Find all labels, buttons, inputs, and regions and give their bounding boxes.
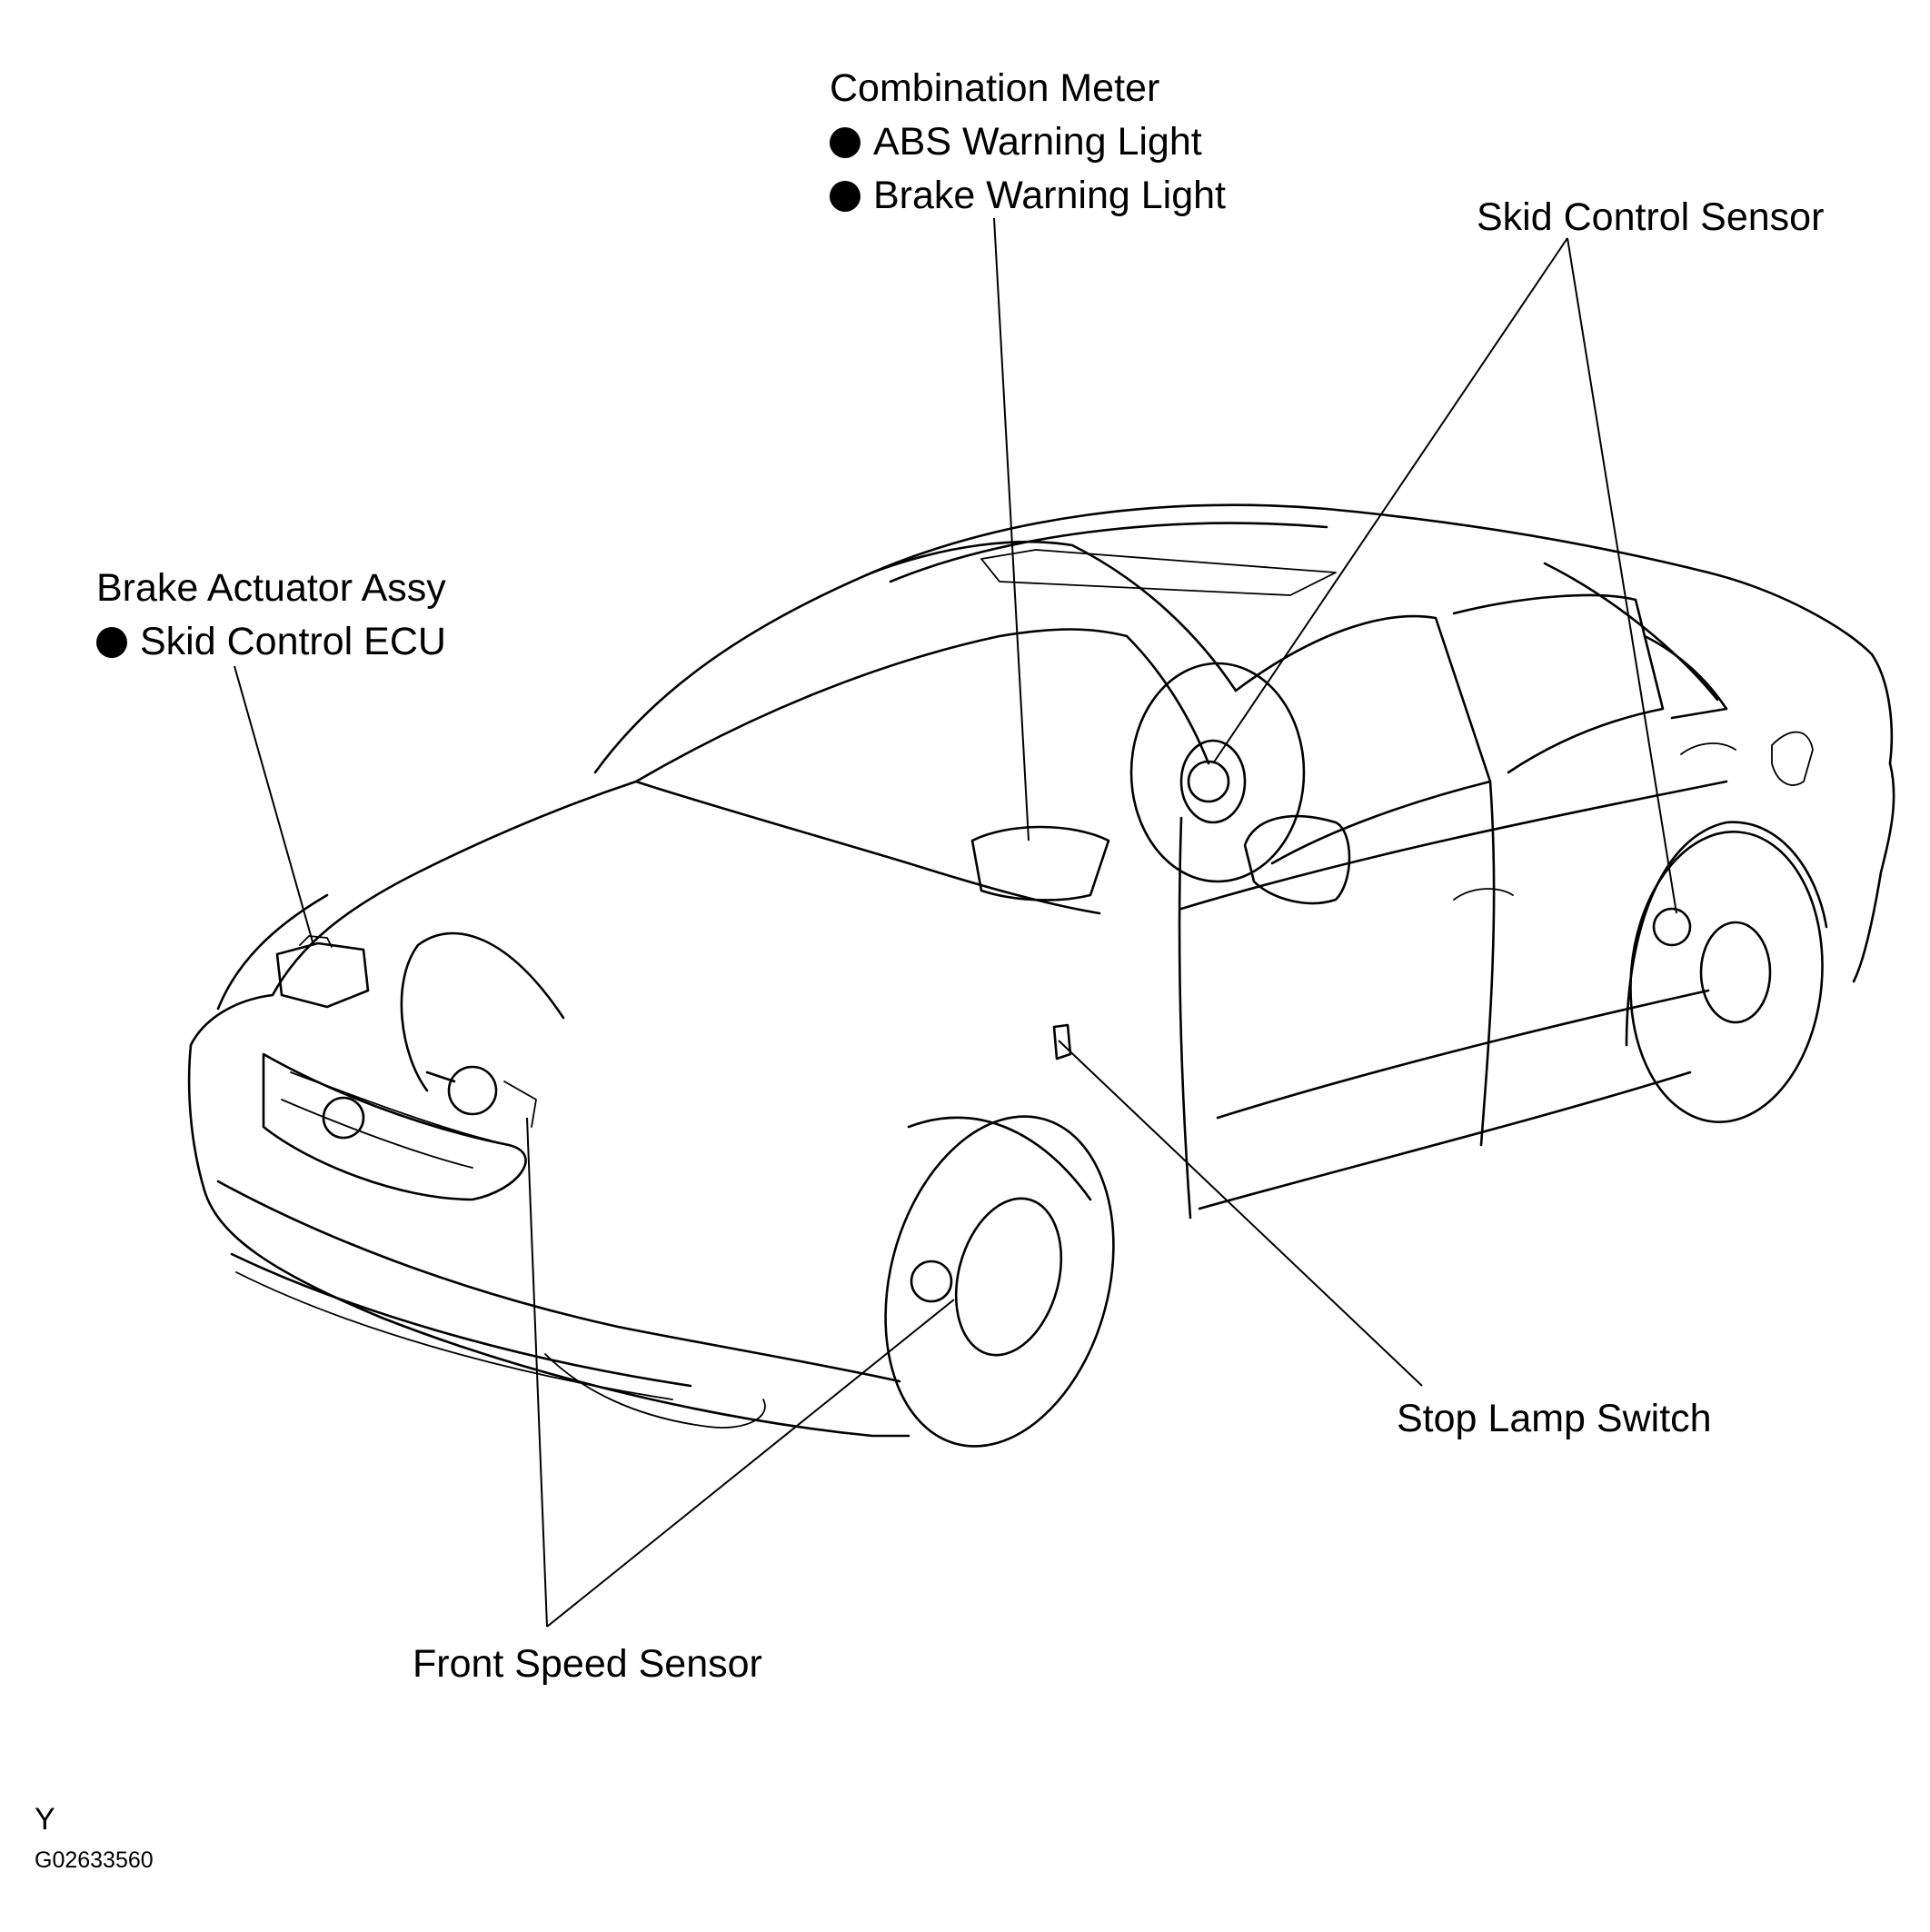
bullet-icon	[830, 127, 861, 158]
bullet-icon	[96, 627, 127, 658]
stop-lamp-switch-shape	[1052, 1023, 1072, 1061]
bullet-icon	[830, 181, 861, 212]
skid-control-ecu-text: Skid Control ECU	[140, 620, 446, 663]
brake-actuator-title: Brake Actuator Assy	[96, 566, 446, 610]
brake-warning-light-text: Brake Warning Light	[873, 174, 1226, 217]
leader-lines	[234, 217, 1677, 1628]
view-code: Y	[35, 1802, 55, 1837]
stop-lamp-switch-label: Stop Lamp Switch	[1397, 1397, 1712, 1440]
brake-actuator-shape	[275, 935, 370, 1009]
skid-control-ecu-label: Skid Control ECU	[96, 622, 446, 662]
figure-id: G02633560	[35, 1847, 154, 1873]
brake-actuator-label: Brake Actuator Assy	[96, 569, 446, 608]
skid-control-sensor-shape	[1187, 760, 1692, 947]
skid-control-sensor-label: Skid Control Sensor	[1477, 195, 1825, 239]
abs-warning-light-label: ABS Warning Light	[830, 123, 1202, 162]
combination-meter-title: Combination Meter	[830, 66, 1160, 110]
combination-meter-shape	[970, 825, 1110, 901]
front-speed-sensor-label: Front Speed Sensor	[413, 1642, 762, 1686]
abs-warning-light-text: ABS Warning Light	[873, 120, 1202, 164]
front-speed-sensor-shape	[425, 1065, 953, 1303]
brake-warning-light-label: Brake Warning Light	[830, 176, 1226, 215]
car-body	[187, 503, 1895, 1448]
combination-meter-label: Combination Meter	[830, 69, 1159, 108]
